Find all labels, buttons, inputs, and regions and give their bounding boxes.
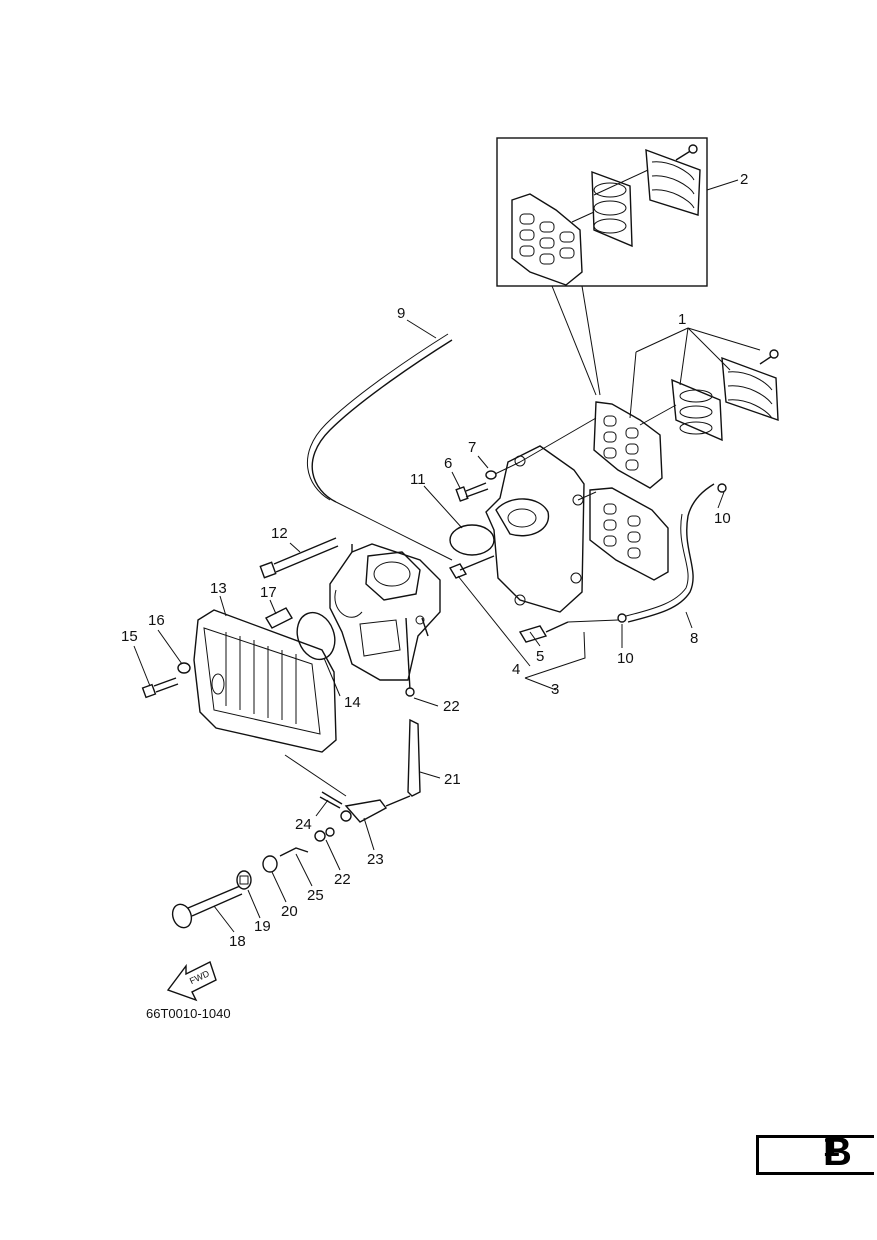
hose-fitting-icon	[518, 619, 619, 643]
callout-17: 17	[260, 584, 277, 601]
callout-23: 23	[367, 851, 384, 868]
choke-rod	[385, 718, 421, 807]
reed-valve-inset	[496, 137, 739, 287]
section-number: 1	[823, 1130, 840, 1163]
intake-manifold	[485, 417, 597, 613]
callout-16: 16	[148, 612, 165, 629]
fwd-arrow-icon: FWD	[166, 961, 217, 1002]
drawing-code: 66T0010-1040	[146, 1006, 231, 1021]
inset-reed-stopper	[645, 148, 701, 216]
callout-19: 19	[254, 918, 271, 935]
pin-icon	[319, 791, 343, 809]
link-rod-icon	[279, 847, 309, 857]
callout-13: 13	[210, 580, 227, 597]
silencer-bolt-icon	[141, 677, 179, 699]
callout-9: 9	[397, 305, 405, 322]
inset-reed-plate	[511, 193, 583, 286]
silencer-washer-icon	[177, 662, 191, 674]
fuel-line	[306, 333, 453, 561]
callout-22-b: 22	[334, 871, 351, 888]
callout-5: 5	[536, 648, 544, 665]
gasket-icon	[449, 524, 495, 556]
leader-lines	[133, 319, 725, 933]
bolt-icon	[455, 482, 489, 502]
clip-icon	[314, 827, 335, 842]
choke-lever	[340, 799, 388, 823]
callout-10-a: 10	[714, 510, 731, 527]
callout-10-b: 10	[617, 650, 634, 667]
fuel-hose	[625, 483, 715, 623]
hose-clip-icon	[617, 483, 727, 623]
callout-8: 8	[690, 630, 698, 647]
washer-icon	[485, 461, 521, 480]
callout-15: 15	[121, 628, 138, 645]
inset-screw-icon	[675, 144, 698, 161]
nut-icon	[262, 855, 278, 873]
choke-knob	[171, 885, 243, 929]
section-letter: B	[823, 1130, 852, 1174]
callout-2: 2	[740, 171, 748, 188]
callout-21: 21	[444, 771, 461, 788]
carburetor	[329, 543, 441, 697]
callout-18: 18	[229, 933, 246, 950]
callout-1: 1	[678, 311, 686, 328]
callout-25: 25	[307, 887, 324, 904]
callout-6: 6	[444, 455, 452, 472]
callout-11: 11	[410, 471, 426, 488]
reed-valve-assembly	[589, 327, 779, 581]
callout-7: 7	[468, 439, 476, 456]
grommet-icon	[236, 870, 252, 890]
callout-14: 14	[344, 694, 361, 711]
callout-12: 12	[271, 525, 288, 542]
intake-silencer	[193, 609, 347, 797]
long-bolt-icon	[259, 537, 339, 579]
callout-24: 24	[295, 816, 312, 833]
collar-icon	[265, 607, 293, 629]
callout-22-a: 22	[443, 698, 460, 715]
stud-bolt-icon	[448, 555, 531, 667]
callout-4: 4	[512, 661, 520, 678]
callout-20: 20	[281, 903, 298, 920]
inset-reed-petals	[591, 170, 633, 248]
callout-labels: 1 2 3 4 5 6 7 8 9 10 10 11 12 13 14 15 1…	[121, 171, 748, 950]
